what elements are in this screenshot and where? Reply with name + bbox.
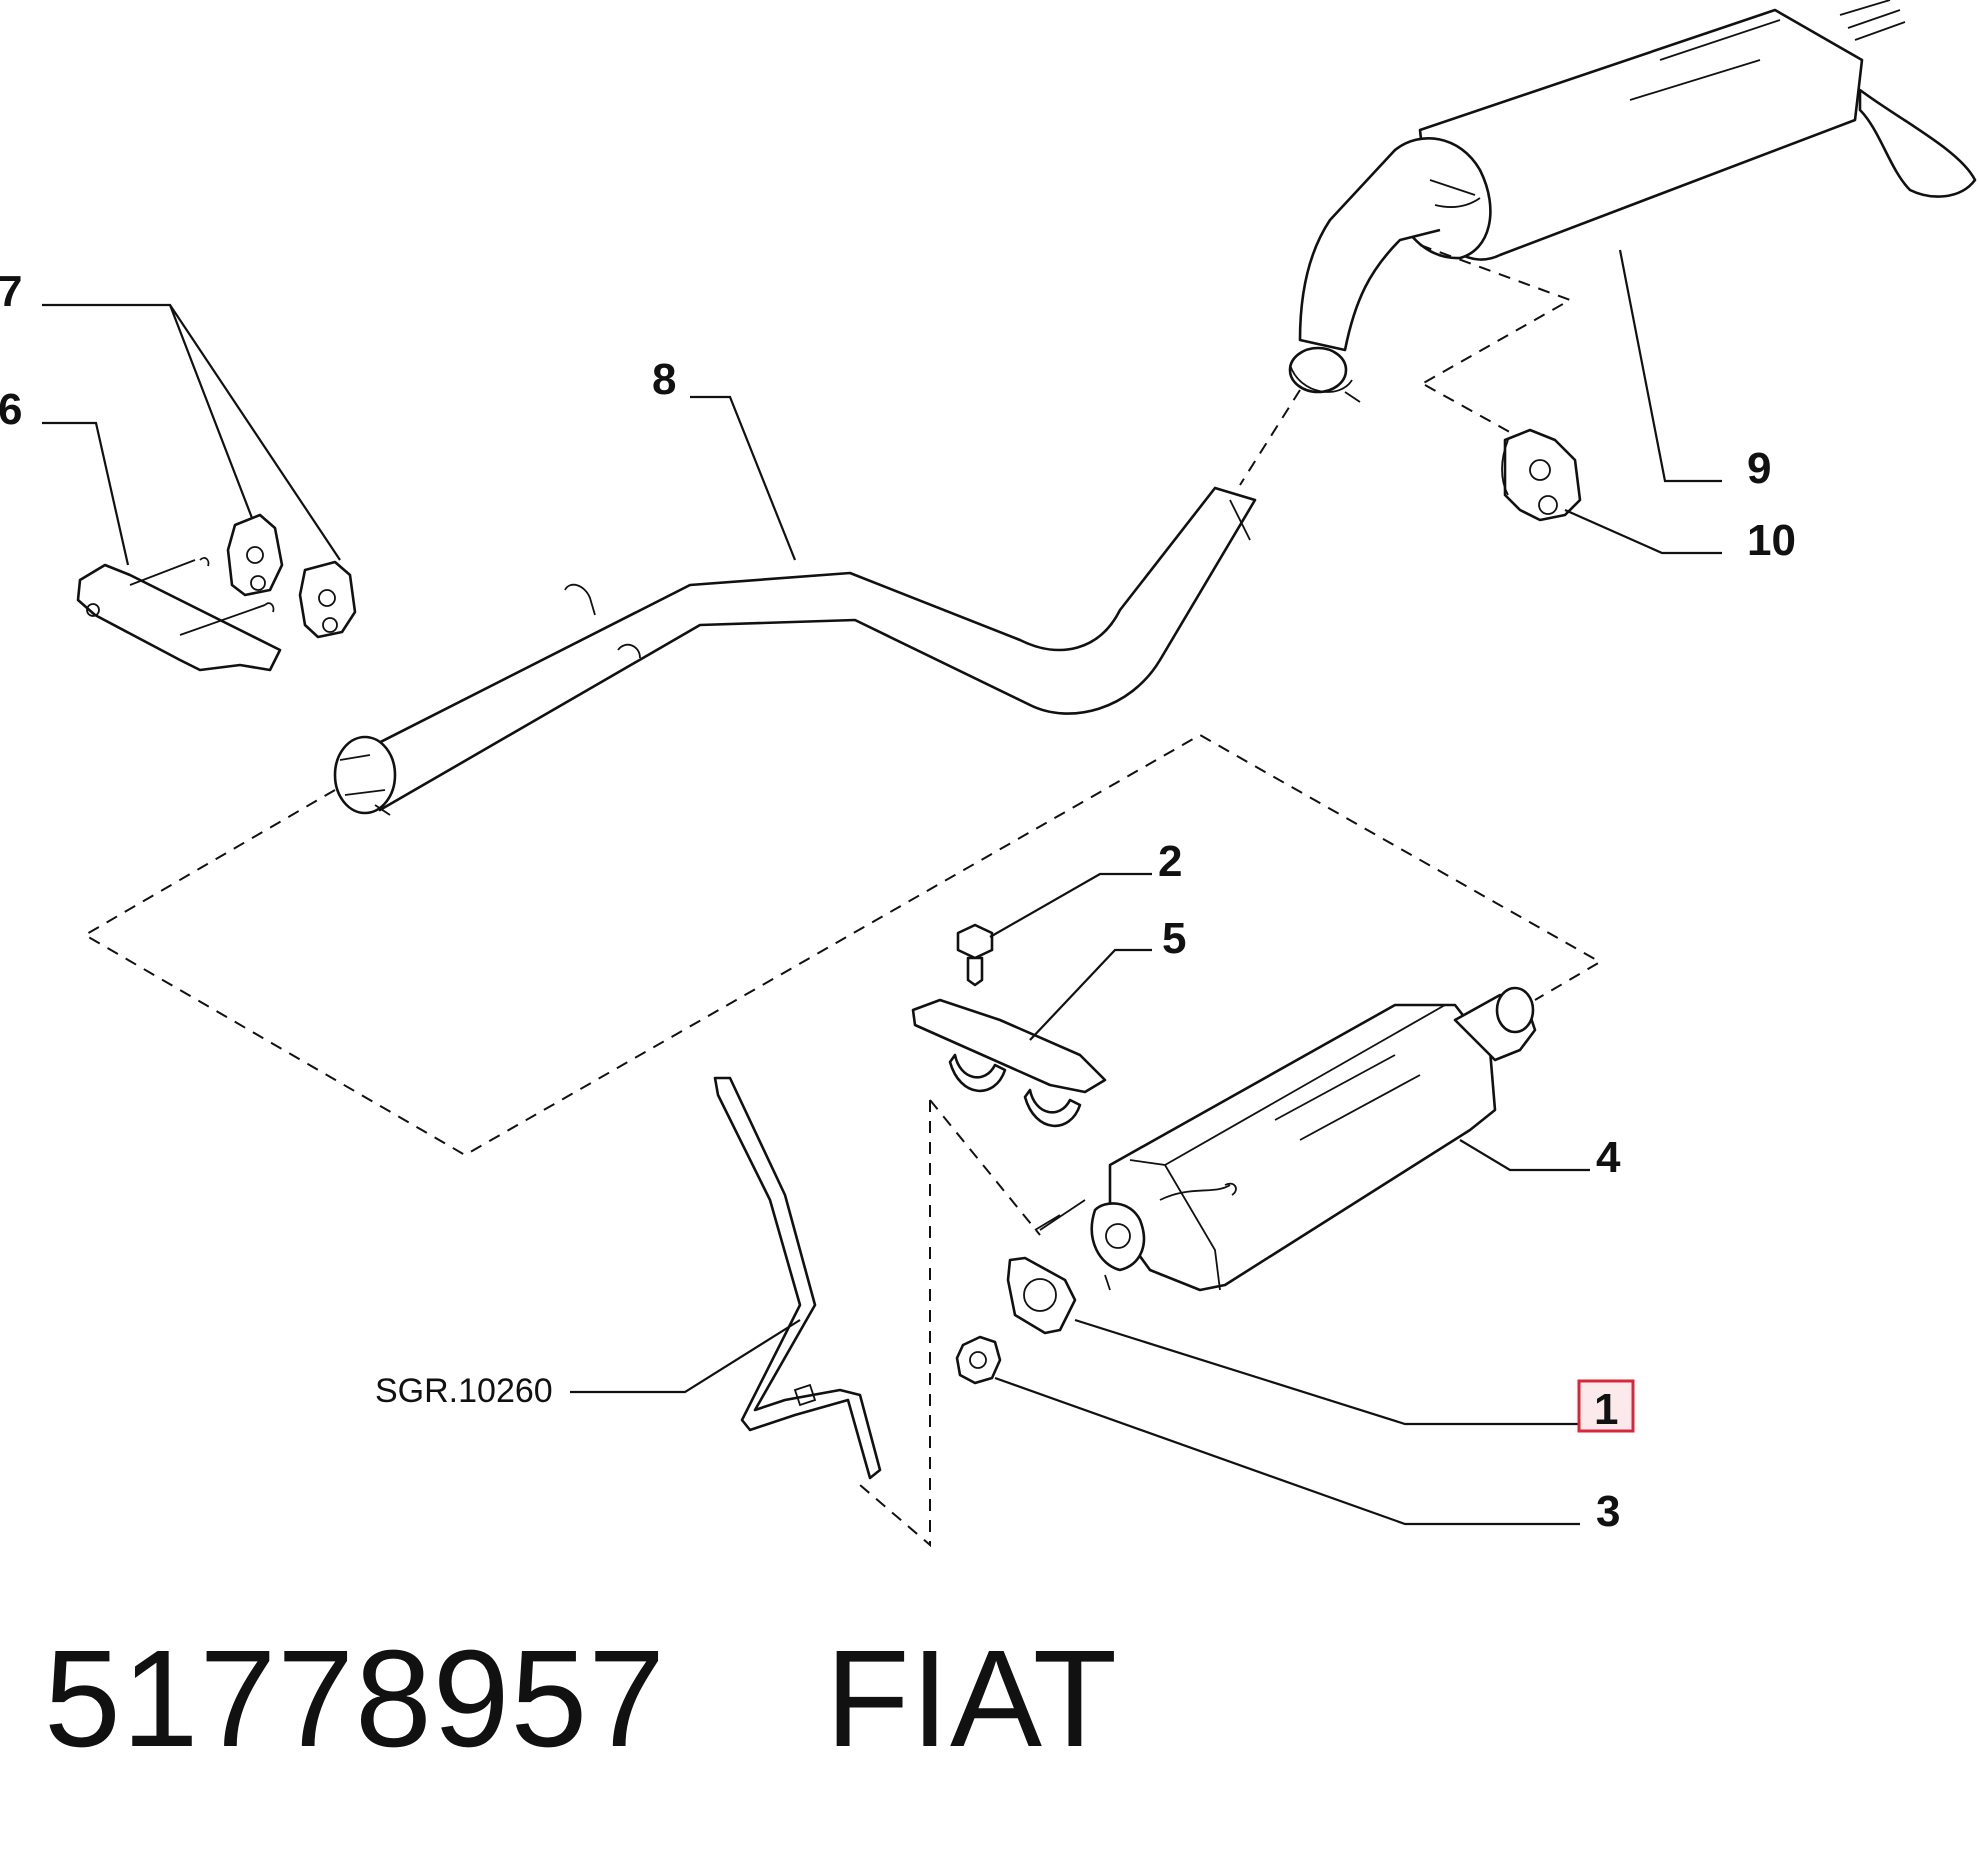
bracket-5: [911, 998, 1107, 1128]
callout-labels: 7 6 8 9 10 2 5 4 1 3 SGR.10260: [0, 267, 1796, 1536]
catalytic-converter: [1034, 986, 1537, 1292]
callout-10: 10: [1747, 516, 1796, 565]
assembly-dashed-lines: [83, 244, 1603, 1548]
reference-label-sgr: SGR.10260: [375, 1372, 553, 1410]
rear-muffler: [1288, 0, 1977, 403]
callout-1-highlight-box: [1577, 1379, 1635, 1433]
footer: 51778957 FIAT: [44, 1620, 1118, 1779]
middle-pipe: [333, 486, 1257, 816]
callout-5: 5: [1162, 914, 1186, 963]
nut-3: [955, 1335, 1002, 1385]
bolt-2: [956, 923, 994, 987]
rubber-mounts-7: [226, 513, 357, 639]
callout-3: 3: [1596, 1487, 1620, 1536]
rubber-hanger-10: [1501, 428, 1582, 522]
callout-6: 6: [0, 385, 22, 434]
gasket-1: [1006, 1256, 1077, 1335]
leader-lines: [42, 249, 1722, 1526]
part-number: 51778957: [44, 1622, 666, 1776]
callout-4: 4: [1596, 1133, 1621, 1182]
callout-2: 2: [1158, 837, 1182, 886]
callout-7: 7: [0, 267, 22, 316]
callout-9: 9: [1747, 444, 1771, 493]
brand-name: FIAT: [825, 1622, 1119, 1776]
sensor-tube: [713, 1076, 882, 1480]
callout-1: 1: [1594, 1385, 1618, 1434]
callout-8: 8: [652, 355, 676, 404]
bracket-6: [76, 557, 282, 672]
